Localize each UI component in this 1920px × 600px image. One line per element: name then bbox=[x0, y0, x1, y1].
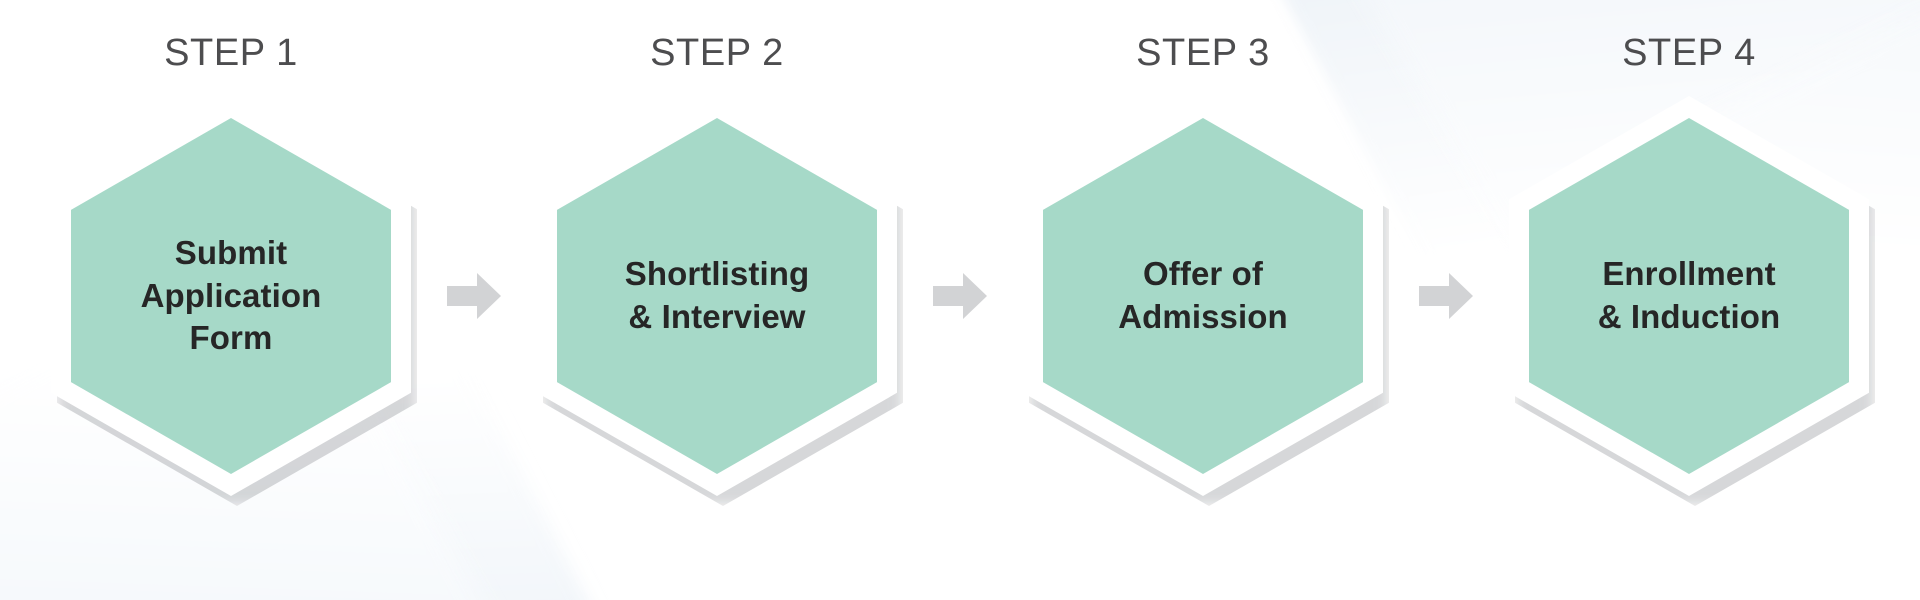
hexagon-label-3: Offer of Admission bbox=[1118, 255, 1288, 335]
hexagon-label-1: Submit Application Form bbox=[140, 233, 322, 357]
step-label-2: STEP 2 bbox=[650, 32, 784, 74]
arrow-right-icon bbox=[447, 273, 501, 319]
process-step-2[interactable]: STEP 2 Shortlisting & Interview bbox=[522, 32, 912, 506]
hexagon-node-4[interactable]: Enrollment & Induction bbox=[1509, 96, 1875, 506]
hexagon-node-2[interactable]: Shortlisting & Interview bbox=[537, 96, 903, 506]
step-label-4: STEP 4 bbox=[1622, 32, 1756, 74]
hexagon-label-2: Shortlisting & Interview bbox=[624, 255, 810, 335]
step-label-3: STEP 3 bbox=[1136, 32, 1270, 74]
process-step-1[interactable]: STEP 1 Submit Application Form bbox=[36, 32, 426, 506]
connector-3 bbox=[1398, 96, 1494, 496]
process-step-4[interactable]: STEP 4 Enrollment & Induction bbox=[1494, 32, 1884, 506]
connector-1 bbox=[426, 96, 522, 496]
arrow-right-icon bbox=[933, 273, 987, 319]
process-step-3[interactable]: STEP 3 Offer of Admission bbox=[1008, 32, 1398, 506]
arrow-right-icon bbox=[1419, 273, 1473, 319]
hexagon-node-1[interactable]: Submit Application Form bbox=[51, 96, 417, 506]
connector-2 bbox=[912, 96, 1008, 496]
step-label-1: STEP 1 bbox=[164, 32, 298, 74]
hexagon-label-4: Enrollment & Induction bbox=[1597, 255, 1781, 335]
hexagon-node-3[interactable]: Offer of Admission bbox=[1023, 96, 1389, 506]
